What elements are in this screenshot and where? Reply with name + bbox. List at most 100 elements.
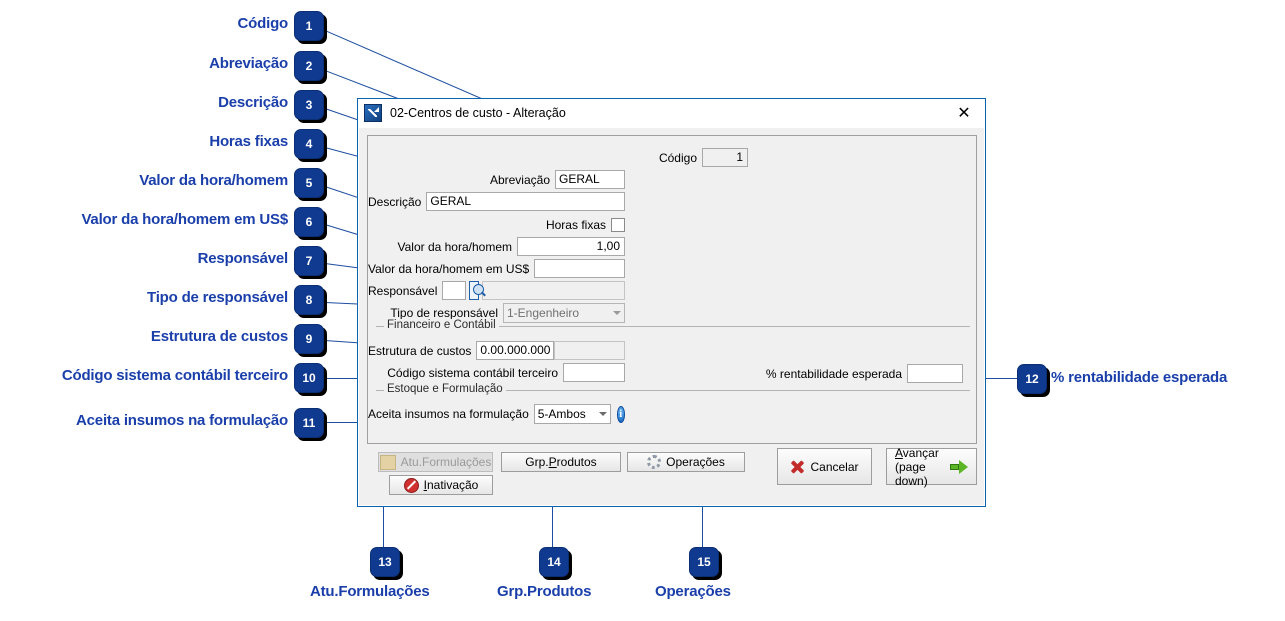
label-estrutura-custos: Estrutura de custos (368, 343, 472, 358)
input-descricao[interactable]: GERAL (426, 192, 625, 211)
annotation-badge-6: 6 (294, 207, 324, 237)
field-row-codigo-sistema-contabil: Código sistema contábil terceiro (368, 363, 625, 382)
dialog-title: 02-Centros de custo - Alteração (390, 106, 566, 120)
field-row-valor-hora-homem-usd: Valor da hora/homem em US$ (368, 259, 625, 278)
dialog-window: 02-Centros de custo - Alteração ✕ Código… (357, 98, 986, 507)
annotation-badge-12: 12 (1017, 364, 1047, 394)
annotation-label-2: Abreviação (209, 55, 288, 72)
select-aceita-insumos[interactable]: 5-Ambos (533, 404, 611, 424)
annotation-label-3: Descrição (218, 94, 288, 111)
field-row-valor-hora-homem: Valor da hora/homem 1,00 (368, 237, 625, 256)
annotation-label-15: Operações (655, 583, 731, 600)
dialog-body: Código 1 Abreviação GERAL Descrição GERA… (367, 135, 977, 505)
checkbox-horas-fixas[interactable] (611, 217, 625, 232)
annotation-label-11: Aceita insumos na formulação (76, 412, 288, 429)
label-valor-hora-homem: Valor da hora/homem (397, 239, 512, 254)
group-estoque: Estoque e Formulação (376, 383, 970, 395)
label-abreviacao: Abreviação (489, 172, 550, 187)
operacoes-label: Operações (666, 455, 725, 469)
field-row-aceita-insumos: Aceita insumos na formulação 5-Ambos i (368, 404, 625, 424)
cancelar-button[interactable]: Cancelar (777, 448, 872, 485)
grp-produtos-button[interactable]: Grp.Produtos (501, 452, 621, 472)
annotation-label-6: Valor da hora/homem em US$ (81, 211, 288, 228)
inativacao-label: Inativação (423, 478, 479, 492)
label-valor-hora-homem-usd: Valor da hora/homem em US$ (368, 261, 530, 276)
annotation-badge-15: 15 (689, 547, 719, 577)
chevron-down-icon (598, 412, 607, 416)
info-icon[interactable]: i (616, 405, 625, 423)
annotation-badge-9: 9 (294, 324, 324, 354)
annotation-badge-13: 13 (370, 547, 400, 577)
dialog-titlebar[interactable]: 02-Centros de custo - Alteração ✕ (358, 99, 985, 128)
app-arrow-icon (364, 104, 382, 122)
select-tipo-responsavel[interactable]: 1-Engenheiro (503, 303, 625, 323)
annotation-label-8: Tipo de responsável (147, 289, 288, 306)
annotation-badge-1: 1 (294, 11, 324, 41)
group-financeiro-caption: Financeiro e Contábil (384, 319, 499, 331)
field-row-horas-fixas: Horas fixas (368, 215, 625, 234)
annotation-label-12: % rentabilidade esperada (1051, 369, 1228, 386)
annotation-label-9: Estrutura de custos (150, 328, 288, 345)
cancelar-label: Cancelar (810, 459, 859, 474)
input-responsavel-name (482, 281, 625, 300)
annotation-badge-10: 10 (294, 363, 324, 393)
label-rentabilidade: % rentabilidade esperada (765, 366, 902, 381)
input-rentabilidade[interactable] (907, 364, 963, 383)
field-row-abreviacao: Abreviação GERAL (368, 170, 625, 189)
gear-icon (647, 455, 662, 469)
annotation-label-4: Horas fixas (209, 133, 288, 150)
main-fieldset: Código 1 Abreviação GERAL Descrição GERA… (367, 135, 977, 444)
label-tipo-responsavel: Tipo de responsável (390, 306, 498, 320)
avancar-button[interactable]: Avançar (page down) (886, 446, 977, 488)
select-aceita-insumos-value: 5-Ambos (537, 407, 586, 421)
label-responsavel: Responsável (368, 283, 438, 298)
annotation-label-7: Responsável (197, 250, 289, 267)
annotation-label-5: Valor da hora/homem (139, 172, 288, 189)
group-financeiro: Financeiro e Contábil (376, 319, 970, 331)
input-estrutura-custos[interactable]: 0.00.000.000 (476, 341, 555, 360)
search-icon[interactable] (468, 281, 485, 300)
arrow-right-icon (950, 459, 968, 474)
input-valor-hora-homem-usd[interactable] (534, 259, 625, 278)
label-codigo: Código (658, 150, 697, 165)
input-estrutura-custos-desc (554, 341, 625, 360)
annotation-badge-5: 5 (294, 168, 324, 198)
input-abreviacao[interactable]: GERAL (555, 170, 625, 189)
annotation-badge-4: 4 (294, 129, 324, 159)
annotation-badge-8: 8 (294, 285, 324, 315)
input-codigo[interactable]: 1 (702, 148, 748, 167)
block-icon (403, 477, 419, 493)
annotation-badge-3: 3 (294, 90, 324, 120)
field-row-estrutura-custos: Estrutura de custos 0.00.000.000 (368, 341, 625, 360)
annotation-label-1: Código (237, 15, 289, 32)
annotation-label-13: Atu.Formulações (310, 583, 430, 600)
avancar-line2: (page down) (895, 459, 928, 488)
field-row-rentabilidade: % rentabilidade esperada (748, 364, 963, 383)
label-aceita-insumos: Aceita insumos na formulação (368, 407, 529, 421)
select-tipo-responsavel-value: 1-Engenheiro (507, 306, 580, 320)
annotation-badge-2: 2 (294, 51, 324, 81)
label-descricao: Descrição (368, 194, 422, 209)
grp-produtos-label: Grp.Produtos (525, 455, 597, 469)
field-row-responsavel: Responsável (368, 281, 625, 300)
input-valor-hora-homem[interactable]: 1,00 (517, 237, 625, 256)
field-row-codigo: Código 1 (368, 148, 748, 167)
label-codigo-sistema-contabil: Código sistema contábil terceiro (387, 365, 558, 380)
operacoes-button[interactable]: Operações (627, 452, 745, 472)
field-row-tipo-responsavel: Tipo de responsável 1-Engenheiro (368, 303, 625, 323)
annotation-badge-11: 11 (294, 408, 324, 438)
chevron-down-icon (613, 311, 621, 315)
input-codigo-sistema-contabil[interactable] (563, 363, 625, 382)
atu-formulacoes-button: Atu.Formulações (378, 452, 493, 472)
cancel-icon (790, 459, 805, 474)
annotation-badge-14: 14 (539, 547, 569, 577)
annotation-badge-7: 7 (294, 246, 324, 276)
inativacao-button[interactable]: Inativação (389, 475, 493, 495)
close-icon[interactable]: ✕ (957, 103, 971, 122)
label-horas-fixas: Horas fixas (545, 217, 606, 232)
input-responsavel-code[interactable] (442, 281, 466, 300)
atu-formulacoes-label: Atu.Formulações (400, 455, 492, 469)
annotation-label-14: Grp.Produtos (497, 583, 592, 600)
annotation-label-10: Código sistema contábil terceiro (61, 367, 288, 384)
field-row-descricao: Descrição GERAL (368, 192, 625, 211)
